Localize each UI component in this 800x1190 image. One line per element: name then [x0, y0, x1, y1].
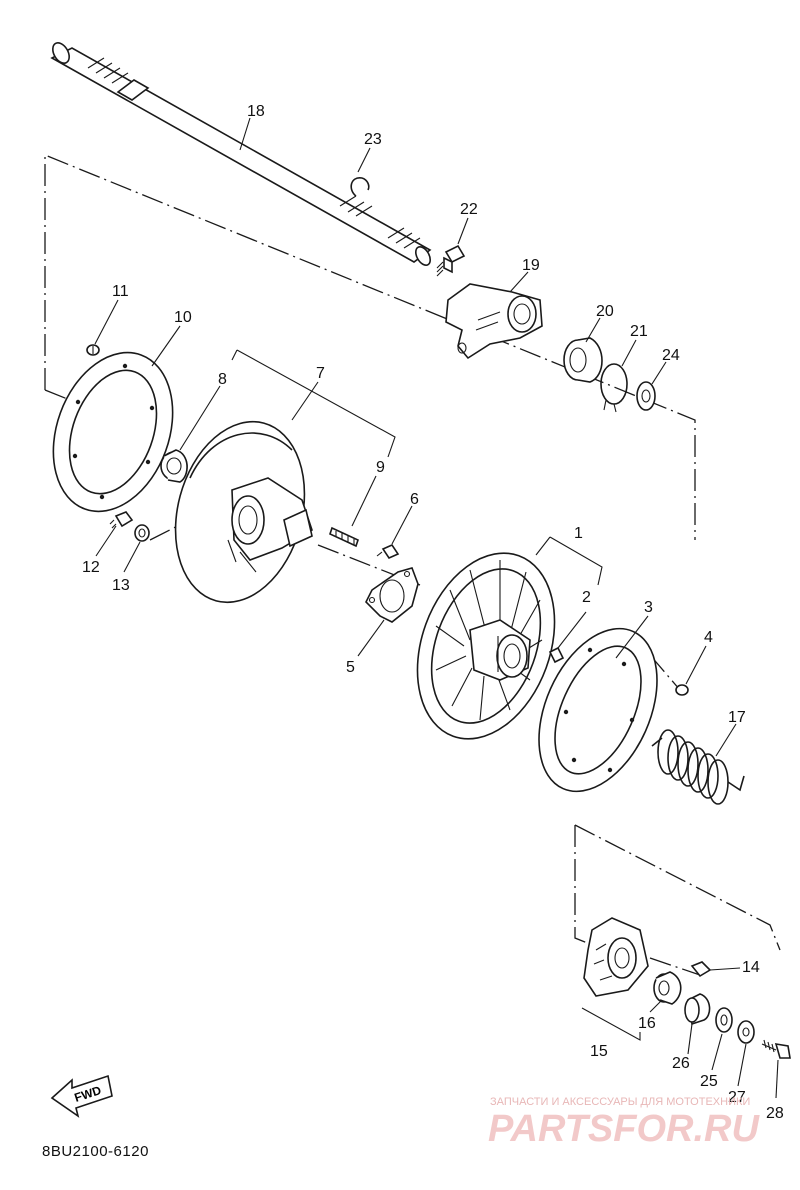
bolt-22 — [436, 244, 466, 277]
washer-25 — [715, 1007, 733, 1033]
circlip-23 — [350, 177, 370, 197]
sliding-sheave-7 — [174, 420, 313, 604]
callout-26: 26 — [672, 1055, 690, 1072]
callout-15: 15 — [590, 1043, 608, 1060]
diagram-code: 8BU2100-6120 — [42, 1143, 149, 1160]
callout-18: 18 — [247, 103, 265, 120]
callout-22: 22 — [460, 201, 478, 218]
callout-8: 8 — [218, 371, 227, 388]
bearing-20 — [563, 337, 603, 383]
callout-20: 20 — [596, 303, 614, 320]
callout-1: 1 — [574, 525, 583, 542]
plate-ring-3 — [538, 627, 658, 793]
bracket-19 — [445, 283, 543, 360]
screw-11 — [86, 344, 100, 356]
circlip-21 — [600, 363, 628, 413]
callout-6: 6 — [410, 491, 419, 508]
plate-ring-10 — [52, 351, 174, 513]
cam-assembly-15 — [583, 917, 649, 997]
washer-24 — [636, 381, 656, 411]
bolt-12 — [109, 511, 134, 529]
callout-labels: 18 23 22 19 20 21 24 11 10 8 7 9 6 12 13… — [82, 103, 784, 1122]
bolt-6 — [376, 543, 400, 560]
assembly-guide-lines — [44, 154, 781, 976]
callout-14: 14 — [742, 959, 760, 976]
gasket-plate-5 — [365, 567, 419, 623]
callout-2: 2 — [582, 589, 591, 606]
collar-26 — [684, 993, 711, 1026]
callout-5: 5 — [346, 659, 355, 676]
callout-12: 12 — [82, 559, 100, 576]
callout-19: 19 — [522, 257, 540, 274]
callout-13: 13 — [112, 577, 130, 594]
nut-14 — [690, 961, 712, 978]
callout-11: 11 — [112, 283, 129, 300]
callout-28: 28 — [766, 1105, 784, 1122]
callout-3: 3 — [644, 599, 653, 616]
stud-pin-9 — [329, 526, 359, 548]
bushing-8 — [160, 449, 188, 483]
callout-21: 21 — [630, 323, 648, 340]
callout-10: 10 — [174, 309, 192, 326]
watermark-logo: PARTSFOR.RU — [488, 1108, 759, 1150]
callout-7: 7 — [316, 365, 325, 382]
callout-4: 4 — [704, 629, 713, 646]
callout-17: 17 — [728, 709, 746, 726]
leader-lines — [94, 117, 779, 1099]
callout-24: 24 — [662, 347, 680, 364]
washer-13 — [134, 524, 150, 542]
bushing-16 — [653, 971, 682, 1005]
callout-16: 16 — [638, 1015, 656, 1032]
screw-2 — [548, 646, 565, 664]
callout-9: 9 — [376, 459, 385, 476]
callout-23: 23 — [364, 131, 382, 148]
callout-25: 25 — [700, 1073, 718, 1090]
shaft — [50, 42, 432, 266]
bolt-28 — [761, 1039, 791, 1059]
fwd-arrow-icon: FWD — [50, 1074, 113, 1118]
washer-27 — [737, 1020, 755, 1044]
watermark-tagline: ЗАПЧАСТИ И АКСЕССУАРЫ ДЛЯ МОТОТЕХНИКИ — [490, 1096, 751, 1108]
spring-17 — [651, 729, 745, 805]
callout-27: 27 — [728, 1089, 746, 1106]
group-brackets — [231, 349, 641, 1041]
fixed-sheave-1 — [416, 552, 556, 740]
screw-4 — [675, 684, 689, 696]
